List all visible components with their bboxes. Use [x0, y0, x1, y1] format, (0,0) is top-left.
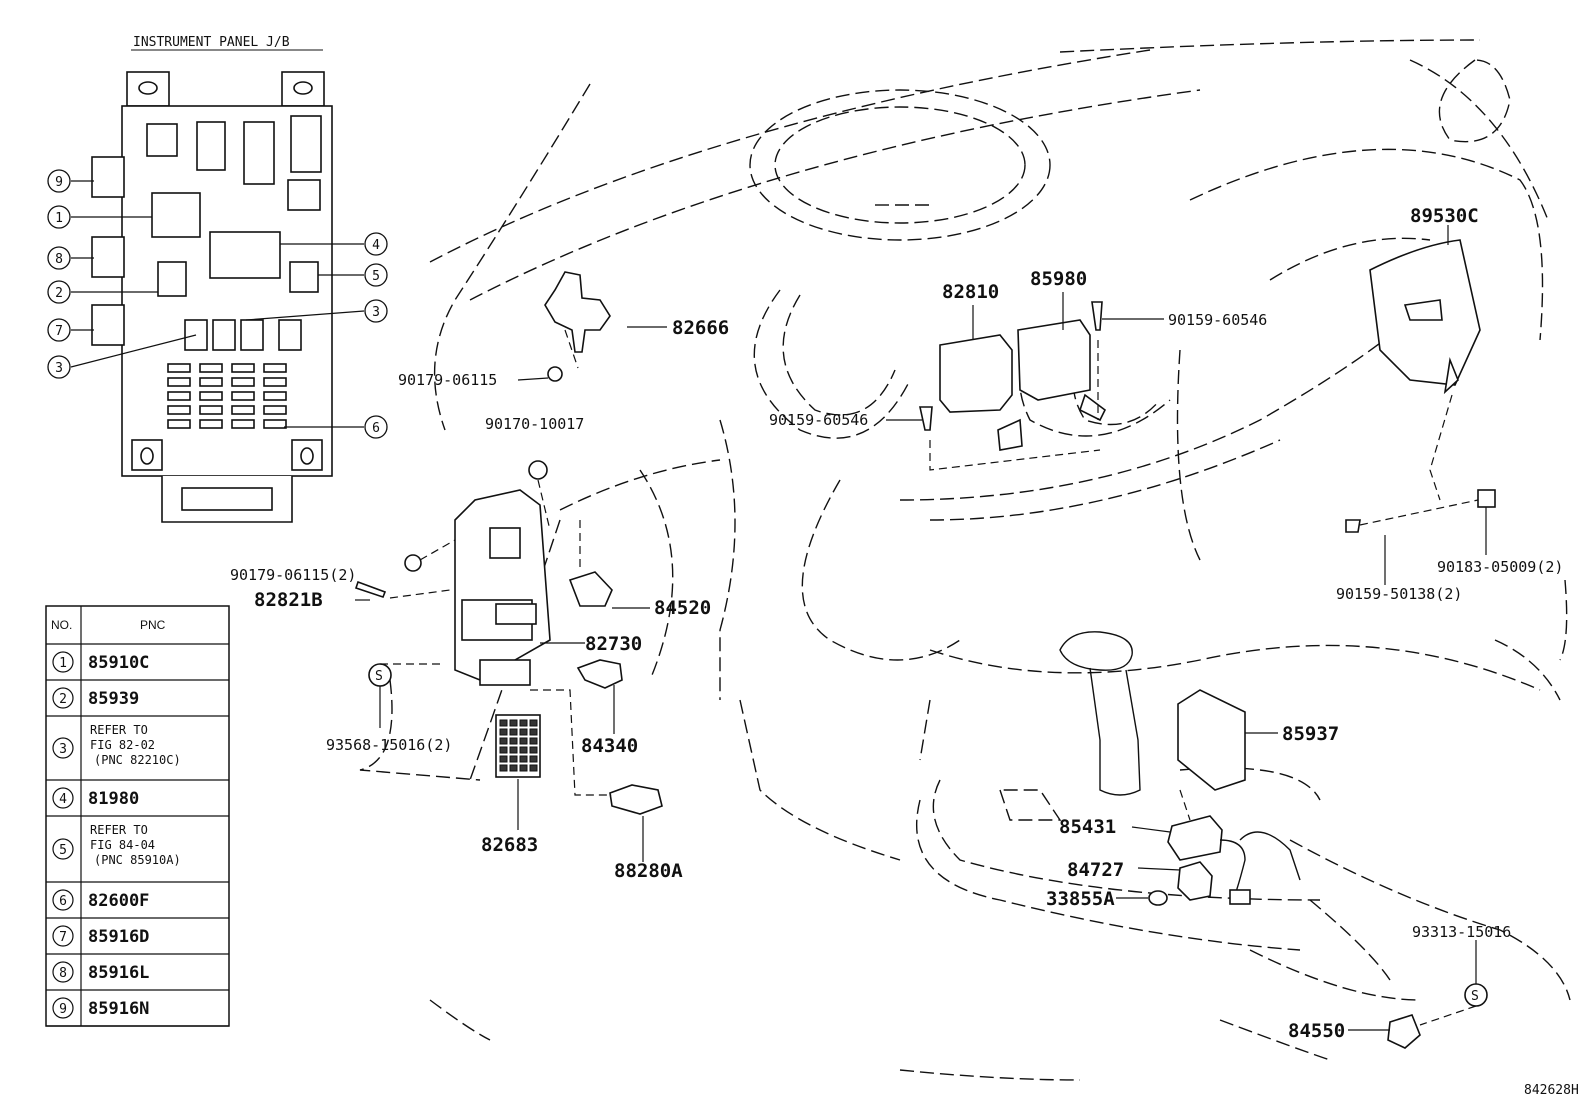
label-90159-60546-a: 90159-60546: [1168, 311, 1267, 329]
table-row-pnc: 81980: [88, 789, 139, 809]
part-graphics: [354, 239, 1496, 1049]
table-row-number-circle: [52, 889, 74, 911]
label-82821b: 82821B: [254, 589, 323, 611]
table-row-number: 5: [59, 843, 67, 858]
table-row-reference: FIG 82-02: [90, 738, 155, 752]
table-row-pnc: 82600F: [88, 891, 149, 911]
table-row-number-circle: [52, 787, 74, 809]
screw-s-symbol-b: S: [1471, 989, 1479, 1004]
label-84727: 84727: [1067, 859, 1124, 881]
jb-callout-number: 9: [55, 175, 63, 190]
jb-callout-number: 3: [372, 305, 380, 320]
table-row-reference: REFER TO: [90, 723, 148, 737]
table-row-number-circle: [52, 925, 74, 947]
table-row-reference: REFER TO: [90, 823, 148, 837]
table-row-number: 1: [59, 656, 67, 671]
label-82810: 82810: [942, 281, 999, 303]
label-90183-05009-2: 90183-05009(2): [1437, 558, 1563, 576]
label-84520: 84520: [654, 597, 711, 619]
label-84340: 84340: [581, 735, 638, 757]
jb-callout-circle: [47, 205, 71, 229]
table-row-number: 3: [59, 742, 67, 757]
jb-callout-circle: [47, 246, 71, 270]
table-row-pnc: 85916D: [88, 927, 149, 947]
jb-callout-number: 5: [372, 269, 380, 284]
label-90159-60546-b: 90159-60546: [769, 411, 868, 429]
label-85431: 85431: [1059, 816, 1116, 838]
table-row-number: 6: [59, 894, 67, 909]
label-93313-15016: 93313-15016: [1412, 923, 1511, 941]
jb-callout-circle: [364, 263, 388, 287]
label-33855a: 33855A: [1046, 888, 1115, 910]
jb-callout-circle: [364, 415, 388, 439]
callout-labels: 82666 90179-06115 90170-10017 90179-0611…: [230, 205, 1579, 1098]
table-row-pnc: 85910C: [88, 653, 149, 673]
jb-callout-number: 7: [55, 324, 63, 339]
jb-callout-circle: [47, 280, 71, 304]
instrument-panel-jb: INSTRUMENT PANEL J/B: [47, 35, 388, 523]
leader-lines: [355, 225, 1487, 1031]
jb-callout-number: 2: [55, 286, 63, 301]
shift-lever: [1059, 631, 1301, 881]
label-93568-15016-2: 93568-15016(2): [326, 736, 452, 754]
table-row-number: 9: [59, 1002, 67, 1017]
jb-callout-number: 6: [372, 421, 380, 436]
table-row-pnc: 85916L: [88, 963, 149, 983]
label-84550: 84550: [1288, 1020, 1345, 1042]
table-row-number-circle: [52, 961, 74, 983]
table-row-number-circle: [52, 737, 74, 759]
jb-callout-circle: [364, 299, 388, 323]
label-85937: 85937: [1282, 723, 1339, 745]
jb-callout-circle: [47, 169, 71, 193]
table-row-pnc: 85916N: [88, 999, 149, 1019]
jb-callout-circle: [47, 318, 71, 342]
label-82666: 82666: [672, 317, 729, 339]
jb-callout-number: 8: [55, 252, 63, 267]
table-row-number-circle: [52, 687, 74, 709]
jb-callout-number: 1: [55, 211, 63, 226]
table-row-number: 8: [59, 966, 67, 981]
label-90170-10017: 90170-10017: [485, 415, 584, 433]
label-82683: 82683: [481, 834, 538, 856]
table-row-reference: (PNC 82210C): [94, 753, 181, 767]
jb-title: INSTRUMENT PANEL J/B: [133, 35, 290, 50]
table-row-reference: FIG 84-04: [90, 838, 155, 852]
label-89530c: 89530C: [1410, 205, 1479, 227]
table-row-number: 4: [59, 792, 67, 807]
table-row-number-circle: [52, 997, 74, 1019]
table-row-number-circle: [52, 651, 74, 673]
label-90159-50138-2: 90159-50138(2): [1336, 585, 1462, 603]
label-85980: 85980: [1030, 268, 1087, 290]
table-header-no: NO.: [51, 618, 72, 632]
table-header-pnc: PNC: [140, 618, 166, 632]
jb-callout-number: 3: [55, 361, 63, 376]
table-row-pnc: 85939: [88, 689, 139, 709]
table-row-reference: (PNC 85910A): [94, 853, 181, 867]
label-88280a: 88280A: [614, 860, 683, 882]
jb-callout-circle: [364, 232, 388, 256]
label-90179-06115: 90179-06115: [398, 371, 497, 389]
label-82730: 82730: [585, 633, 642, 655]
label-90179-06115-2: 90179-06115(2): [230, 566, 356, 584]
table-row-number: 7: [59, 930, 67, 945]
table-row-number: 2: [59, 692, 67, 707]
screw-s-symbol-a: S: [375, 669, 383, 684]
table-row-number-circle: [52, 838, 74, 860]
figure-id: 842628H: [1524, 1083, 1579, 1098]
jb-callout-number: 4: [372, 238, 380, 253]
jb-callout-circle: [47, 355, 71, 379]
